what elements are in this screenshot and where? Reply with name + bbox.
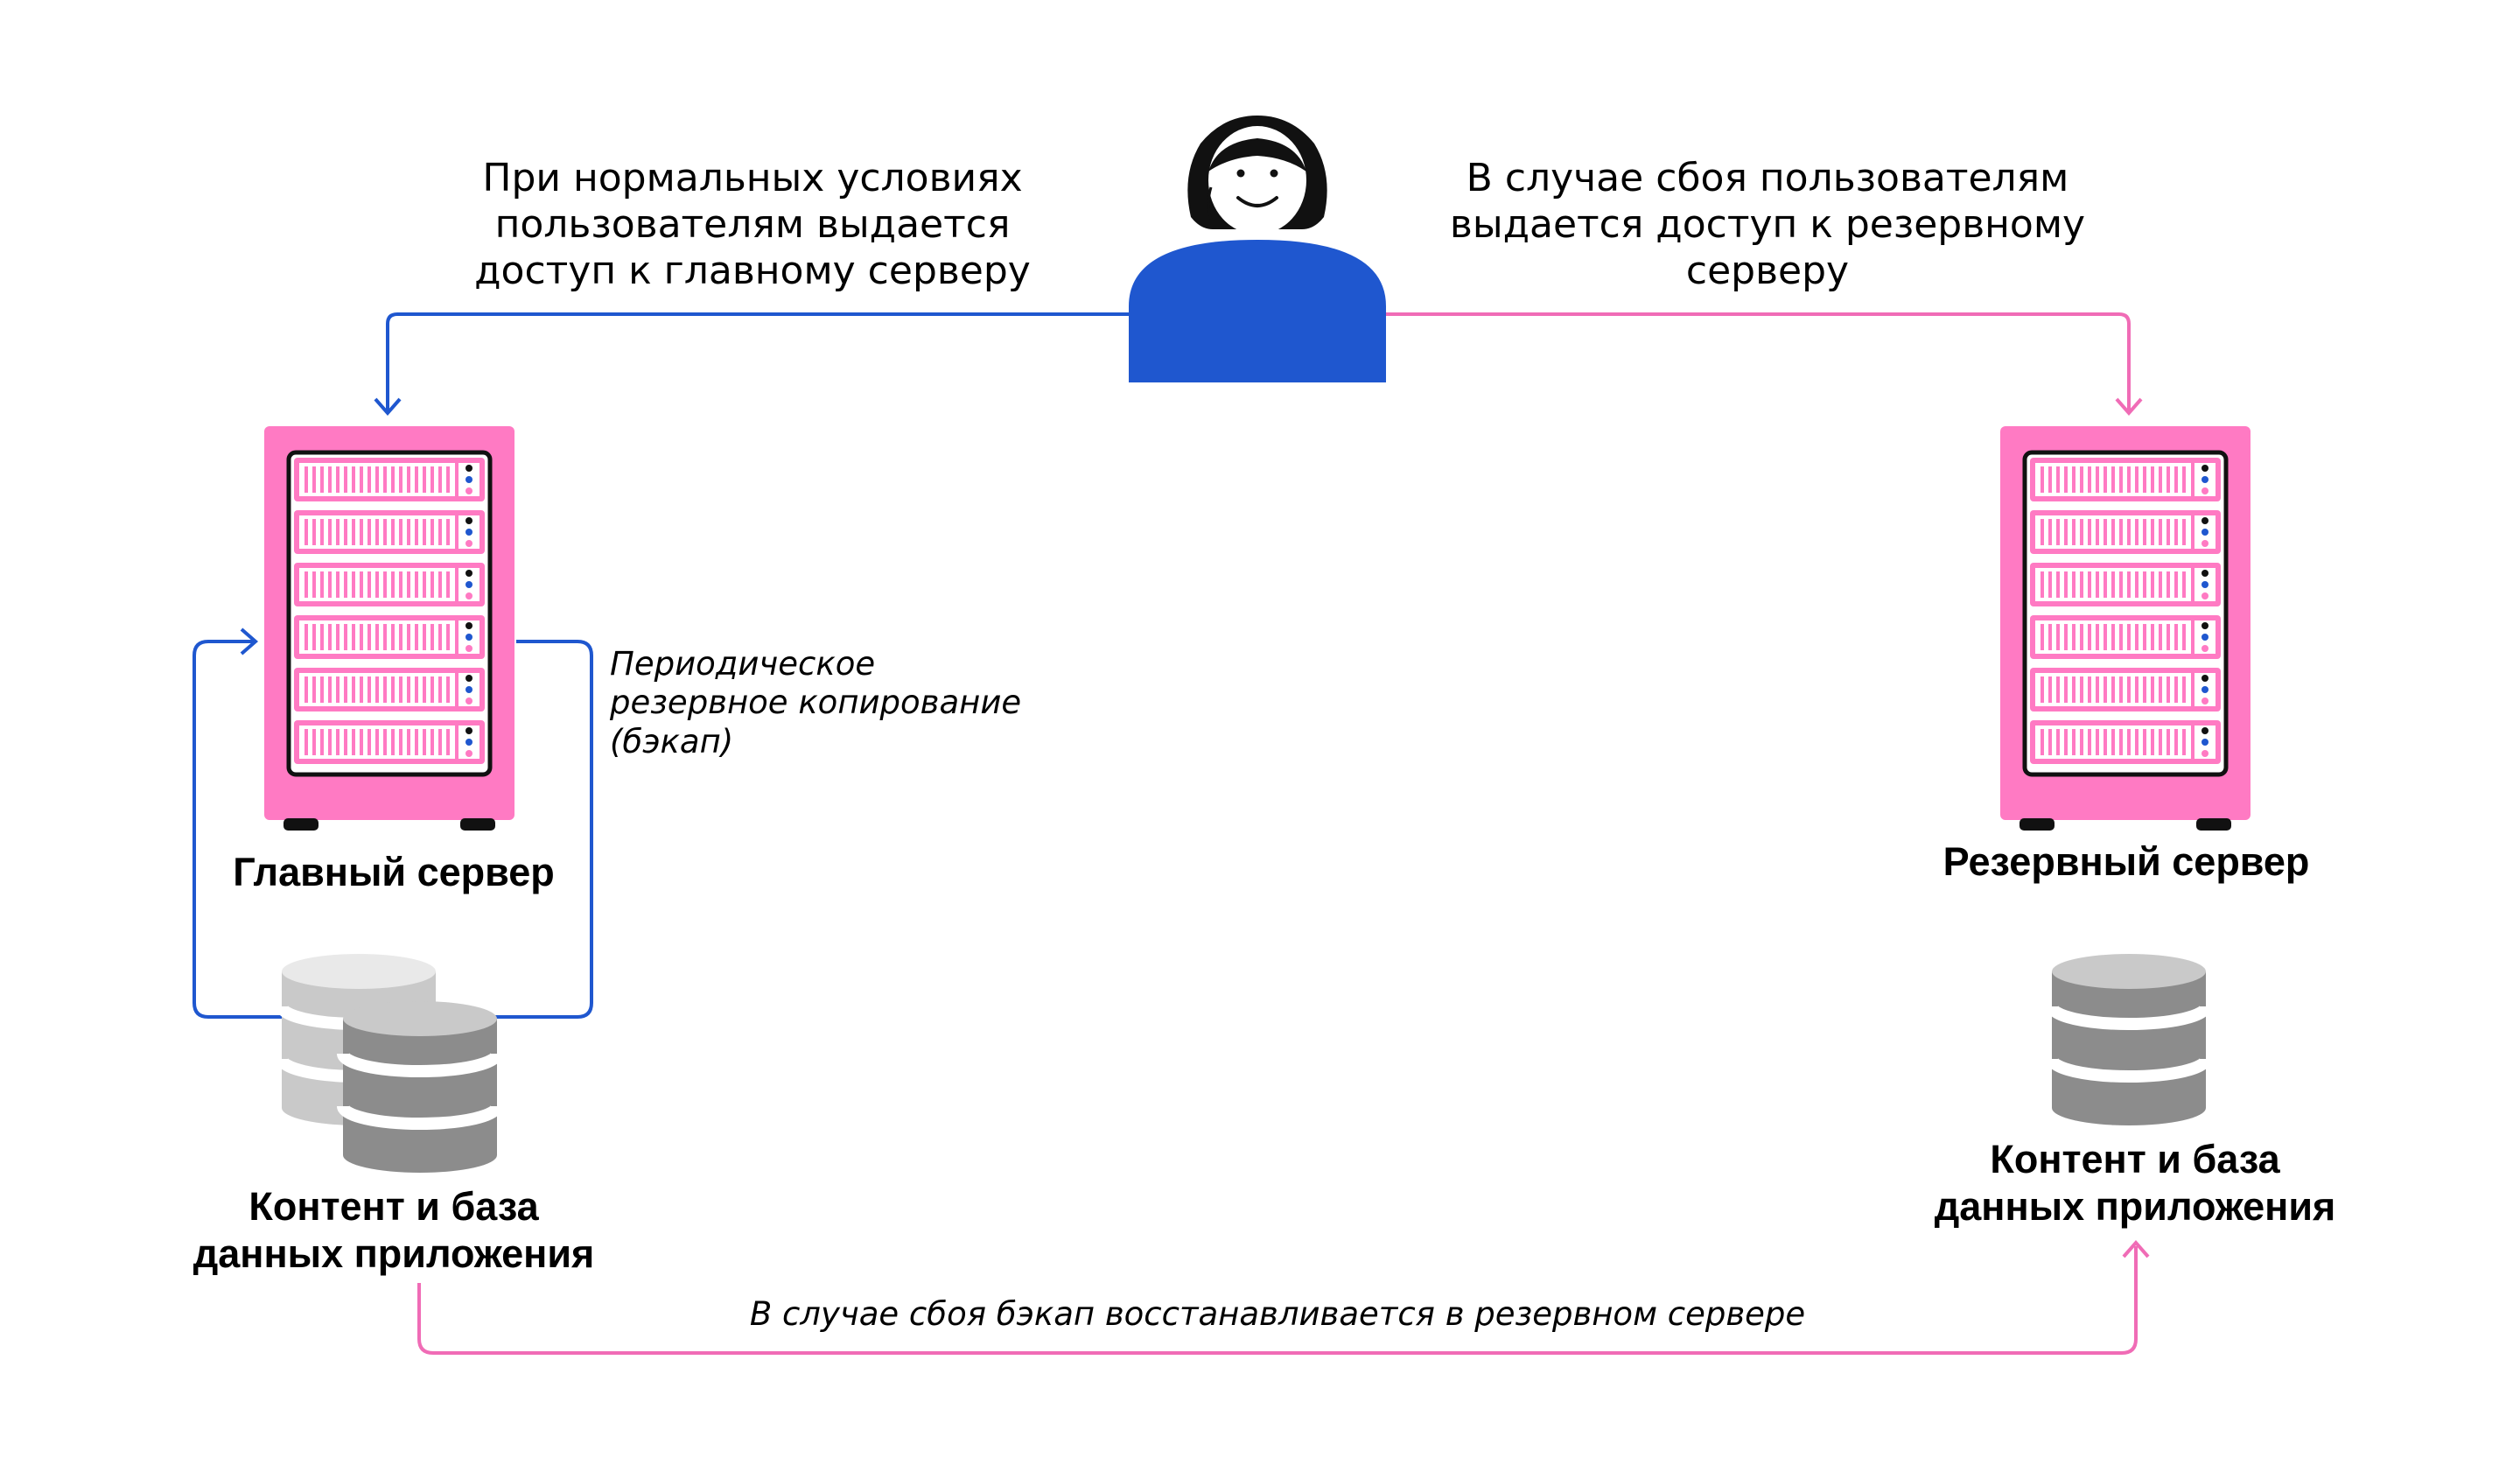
main-server-icon [264, 426, 514, 831]
periodic-backup-label: Периодическое резервное копирование (бэк… [610, 645, 1022, 761]
backup-loop-line [192, 640, 593, 1019]
arrow-user-to-reserve-server [1386, 312, 2131, 411]
reserve-db-icon [2052, 954, 2206, 1125]
main-server-label: Главный сервер [233, 850, 555, 894]
reserve-server-icon [2000, 426, 2250, 831]
restore-label: В случае сбоя бэкап восстанавливается в … [749, 1295, 1806, 1333]
normal-access-label: При нормальных условиях пользователям вы… [474, 156, 1031, 293]
arrow-user-to-main-server [386, 312, 1129, 411]
restore-arrow-head [2122, 1239, 2150, 1258]
arrow-head-reserve-server [2115, 397, 2143, 417]
failover-access-label: В случае сбоя пользователям выдается дос… [1449, 156, 2086, 293]
user-icon [1129, 116, 1386, 382]
backup-loop-arrow-head [240, 627, 259, 655]
main-db-icon [343, 1001, 497, 1173]
arrow-head-main-server [374, 397, 402, 417]
restore-line [417, 1246, 2138, 1355]
main-db-label: Контент и база данных приложения [192, 1184, 595, 1276]
reserve-server-label: Резервный сервер [1942, 839, 2310, 884]
reserve-db-label: Контент и база данных приложения [1934, 1137, 2336, 1229]
